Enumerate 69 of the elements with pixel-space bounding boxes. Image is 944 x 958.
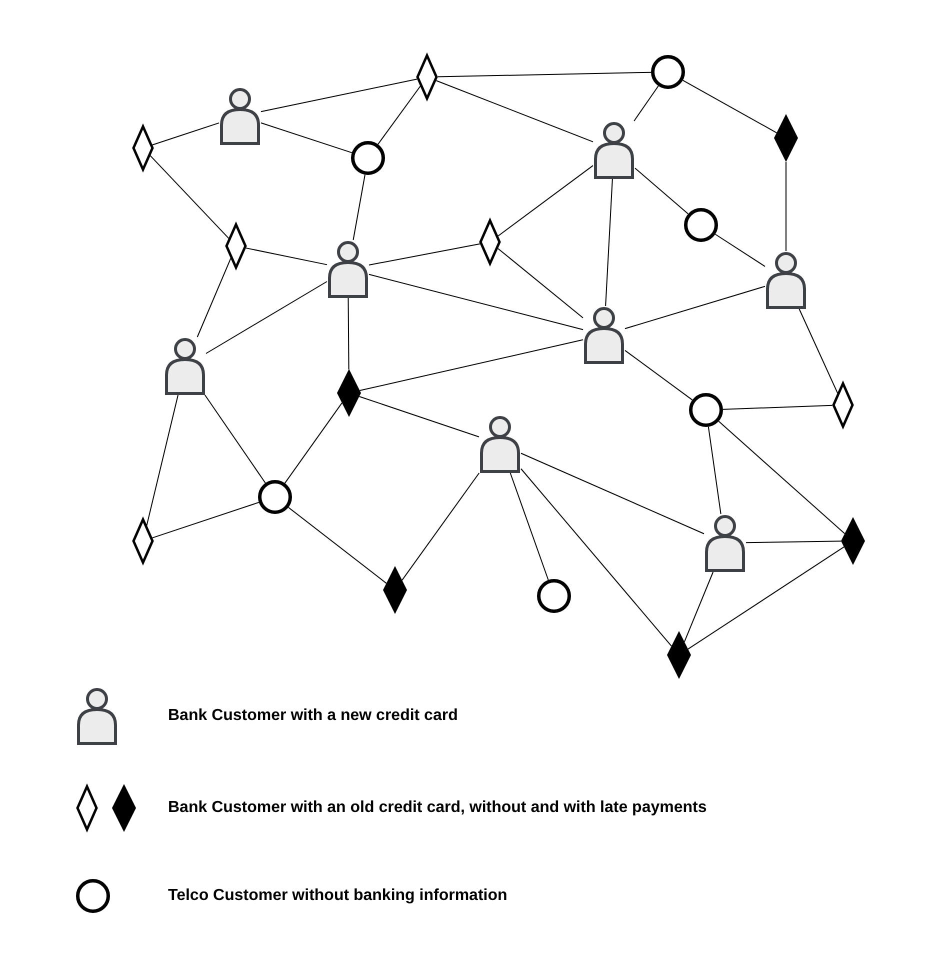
connector-line <box>146 394 179 526</box>
circle-node <box>651 55 685 89</box>
legend-text: Bank Customer with an old credit card, without and with late payments <box>168 799 707 817</box>
circle-node <box>684 208 718 242</box>
connector-line <box>352 174 366 240</box>
diamond-node <box>774 114 798 162</box>
connector-line <box>624 350 693 400</box>
connector-line <box>684 572 714 642</box>
connector-line <box>402 472 480 581</box>
diamond-node <box>225 223 247 269</box>
person-icon <box>704 514 746 572</box>
diamond-node <box>383 566 407 614</box>
connector-line <box>196 258 232 338</box>
connector-line <box>624 286 766 330</box>
connector-line <box>708 426 722 514</box>
circle-node <box>258 480 292 514</box>
connector-line <box>378 86 421 145</box>
connector-line <box>150 155 230 239</box>
connector-line <box>746 540 842 544</box>
connector-line <box>520 452 704 534</box>
connector-line <box>718 420 846 534</box>
person-icon <box>219 87 261 145</box>
connector-line <box>246 248 328 266</box>
connector-line <box>437 72 652 78</box>
diamond-node <box>841 517 865 565</box>
connector-line <box>288 506 387 584</box>
diamond-node <box>667 631 691 679</box>
circle-node <box>351 141 385 175</box>
circle-node <box>537 579 571 613</box>
connector-line <box>682 80 778 134</box>
connector-line <box>260 122 352 154</box>
legend-text: Bank Customer with a new credit card <box>168 707 458 725</box>
connector-line <box>152 122 220 146</box>
connector-line <box>498 165 594 236</box>
connector-line <box>722 404 833 410</box>
connector-line <box>204 394 266 484</box>
person-icon <box>164 337 206 395</box>
person-icon <box>593 121 635 179</box>
connector-line <box>368 274 584 330</box>
diamond-node <box>479 219 501 265</box>
connector-line <box>348 298 350 370</box>
person-icon <box>327 240 369 298</box>
connector-line <box>520 468 672 647</box>
person-icon <box>765 251 807 309</box>
circle-node <box>689 393 723 427</box>
diamond-node <box>832 382 854 428</box>
connector-line <box>798 308 838 394</box>
person-icon <box>583 306 625 364</box>
connector-line <box>260 78 418 112</box>
connector-line <box>634 85 659 122</box>
diamond-node <box>416 54 438 100</box>
connector-line <box>358 396 480 438</box>
connector-line <box>714 234 766 267</box>
connector-line <box>206 281 328 354</box>
connector-line <box>634 168 689 214</box>
connector-line <box>359 339 584 392</box>
connector-line <box>368 243 480 266</box>
connector-line <box>284 402 342 484</box>
connector-line <box>497 248 584 318</box>
connector-line <box>152 502 260 538</box>
legend-text: Telco Customer without banking information <box>168 887 508 905</box>
connector-line <box>436 80 594 142</box>
diamond-node <box>132 125 154 171</box>
diamond-node <box>132 518 154 564</box>
diamond-node <box>337 369 361 417</box>
connector-line <box>688 546 844 650</box>
connector-line <box>510 472 549 580</box>
connector-line <box>605 178 613 306</box>
person-icon <box>479 415 521 473</box>
